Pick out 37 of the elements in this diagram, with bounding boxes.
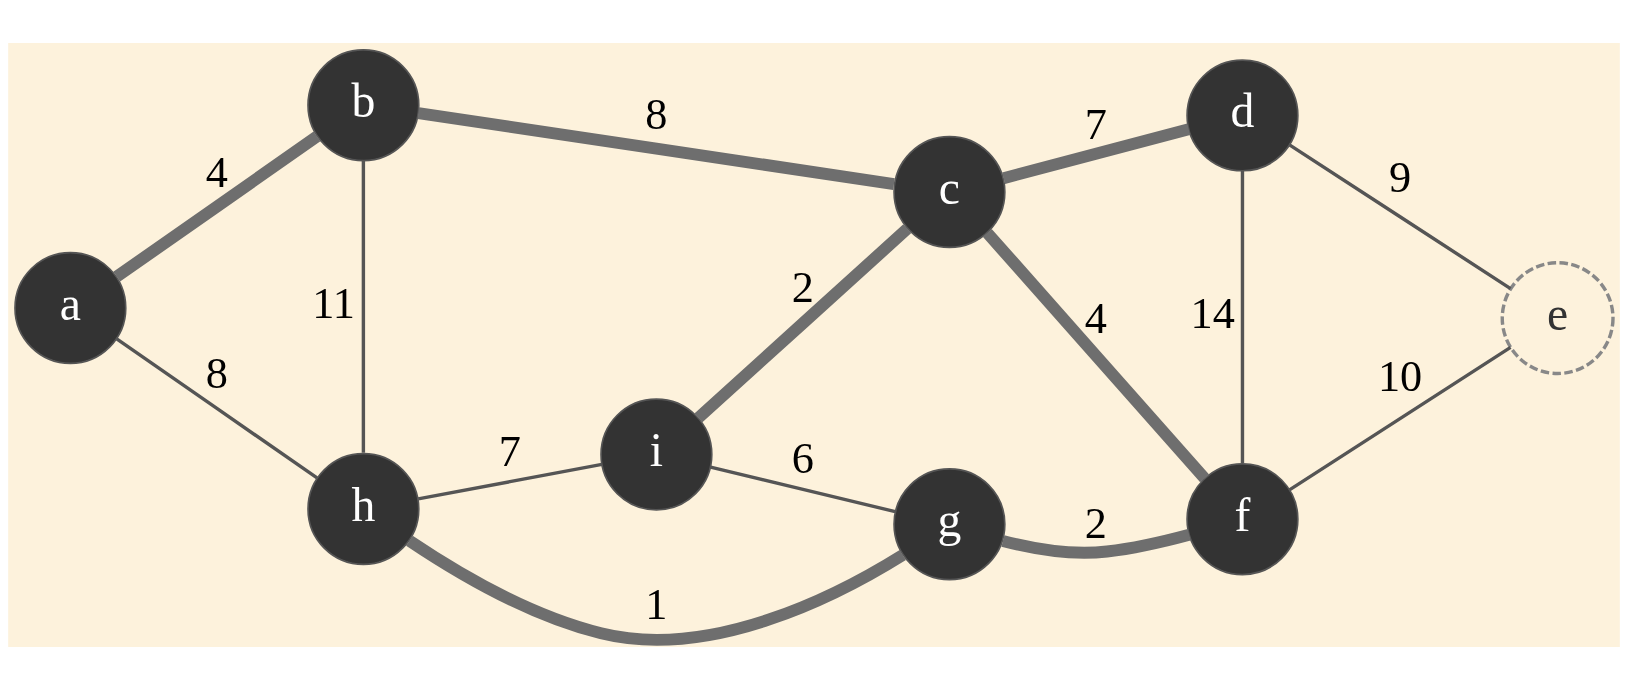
connector — [982, 228, 1210, 483]
node-circle: g — [893, 468, 1006, 581]
edge-label: 9 — [1388, 152, 1412, 202]
connector — [113, 131, 321, 282]
edge-label: 1 — [645, 580, 668, 630]
node-circle: d — [1186, 59, 1299, 172]
connector — [1240, 171, 1245, 464]
connector — [710, 465, 896, 514]
connector — [417, 462, 603, 501]
edge-label: 7 — [498, 427, 521, 477]
connector — [694, 224, 912, 423]
edge-label: 8 — [205, 348, 228, 398]
connector — [1002, 123, 1191, 184]
connector — [115, 337, 318, 480]
node-circle: a — [14, 251, 127, 365]
connector — [406, 535, 906, 646]
edge-label: 4 — [205, 147, 228, 197]
edge-label: 8 — [645, 89, 668, 139]
connector — [361, 160, 366, 453]
edge-label: 2 — [791, 263, 814, 313]
node-circle: c — [893, 135, 1006, 249]
node-circle: b — [307, 48, 420, 162]
connector — [1288, 345, 1512, 492]
node-circle: e — [1500, 261, 1615, 376]
node-circle: i — [600, 398, 713, 511]
edge-label: 7 — [1084, 99, 1108, 149]
connector — [417, 107, 895, 190]
edge-label: 4 — [1084, 294, 1108, 344]
edge-label: 14 — [1190, 289, 1235, 339]
edge-label: 2 — [1084, 498, 1108, 548]
node-circle: f — [1186, 462, 1299, 576]
node-circle: h — [307, 452, 420, 566]
connector — [1288, 143, 1512, 291]
edge-label: 6 — [791, 433, 814, 483]
edge-label: 11 — [312, 278, 355, 328]
edge-label: 10 — [1377, 352, 1423, 402]
connector — [1001, 528, 1191, 559]
